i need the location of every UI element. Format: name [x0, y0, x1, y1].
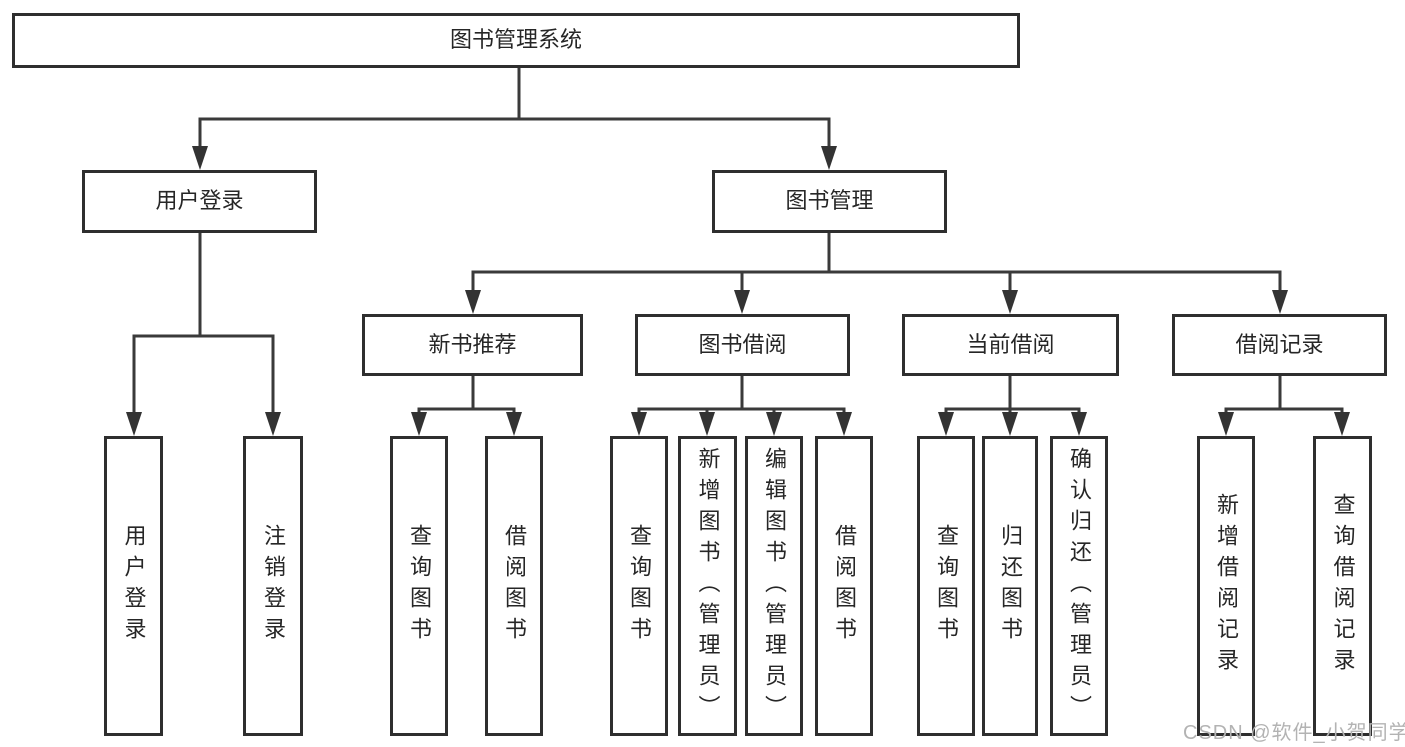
leaf-borrow-book-label: 借阅图书 [832, 524, 857, 648]
leaf-query-book-recommend-label: 查询图书 [407, 524, 432, 648]
leaf-edit-book-admin-label: 编辑图书（管理员） [762, 446, 787, 726]
leaf-borrow-book-recommend: 借阅图书 [485, 436, 543, 736]
node-new-book-recommend-label: 新书推荐 [428, 331, 517, 357]
leaf-edit-book-admin: 编辑图书（管理员） [745, 436, 803, 736]
arrowheads [126, 146, 1350, 436]
leaf-query-book-current-label: 查询图书 [934, 524, 959, 648]
leaf-query-borrow-record: 查询借阅记录 [1313, 436, 1372, 736]
leaf-confirm-return-admin: 确认归还（管理员） [1050, 436, 1108, 736]
leaf-confirm-return-admin-label: 确认归还（管理员） [1067, 446, 1092, 726]
leaf-user-login-label: 用户登录 [121, 524, 147, 648]
leaf-query-book-recommend: 查询图书 [390, 436, 448, 736]
leaf-query-book-current: 查询图书 [917, 436, 975, 736]
node-current-borrow-label: 当前借阅 [966, 331, 1055, 357]
leaf-add-book-admin-label: 新增图书（管理员） [695, 446, 721, 726]
leaf-query-book-borrow-label: 查询图书 [627, 524, 652, 648]
node-current-borrow: 当前借阅 [902, 314, 1119, 376]
node-borrow-record: 借阅记录 [1172, 314, 1387, 376]
node-user-login-label: 用户登录 [155, 188, 244, 214]
node-book-management: 图书管理 [712, 170, 947, 233]
csdn-watermark: CSDN @软件_小贺同学 [1183, 722, 1405, 744]
node-borrow-record-label: 借阅记录 [1235, 331, 1324, 357]
leaf-borrow-book: 借阅图书 [815, 436, 873, 736]
leaf-user-login: 用户登录 [104, 436, 163, 736]
node-library-system: 图书管理系统 [12, 13, 1020, 68]
leaf-query-book-borrow: 查询图书 [610, 436, 668, 736]
leaf-add-borrow-record: 新增借阅记录 [1197, 436, 1255, 736]
node-book-borrow: 图书借阅 [635, 314, 850, 376]
leaf-borrow-book-recommend-label: 借阅图书 [502, 524, 527, 648]
node-book-borrow-label: 图书借阅 [698, 331, 787, 357]
node-new-book-recommend: 新书推荐 [362, 314, 583, 376]
leaf-add-book-admin: 新增图书（管理员） [678, 436, 737, 736]
leaf-add-borrow-record-label: 新增借阅记录 [1214, 493, 1239, 679]
leaf-return-book: 归还图书 [982, 436, 1038, 736]
leaf-logout: 注销登录 [243, 436, 303, 736]
leaf-return-book-label: 归还图书 [998, 524, 1023, 648]
leaf-logout-label: 注销登录 [261, 524, 286, 648]
leaf-query-borrow-record-label: 查询借阅记录 [1330, 493, 1356, 679]
node-book-management-label: 图书管理 [785, 188, 874, 214]
node-user-login: 用户登录 [82, 170, 317, 233]
node-library-system-label: 图书管理系统 [449, 27, 582, 53]
